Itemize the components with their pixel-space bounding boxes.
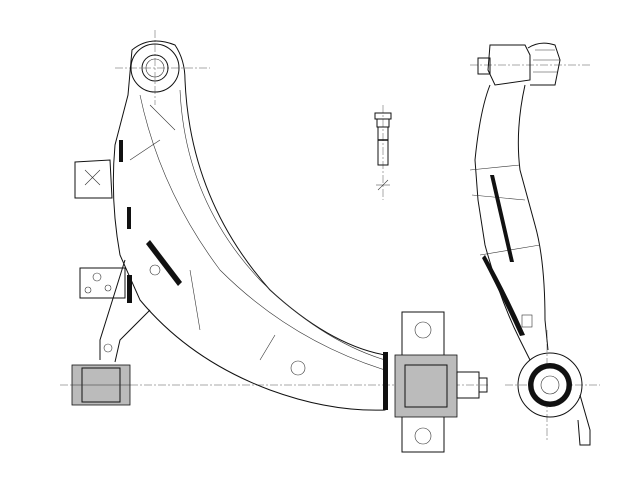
- bolt-detail: [374, 105, 392, 200]
- control-arm-side-view: [469, 42, 600, 446]
- control-arm-front-view: [60, 30, 490, 453]
